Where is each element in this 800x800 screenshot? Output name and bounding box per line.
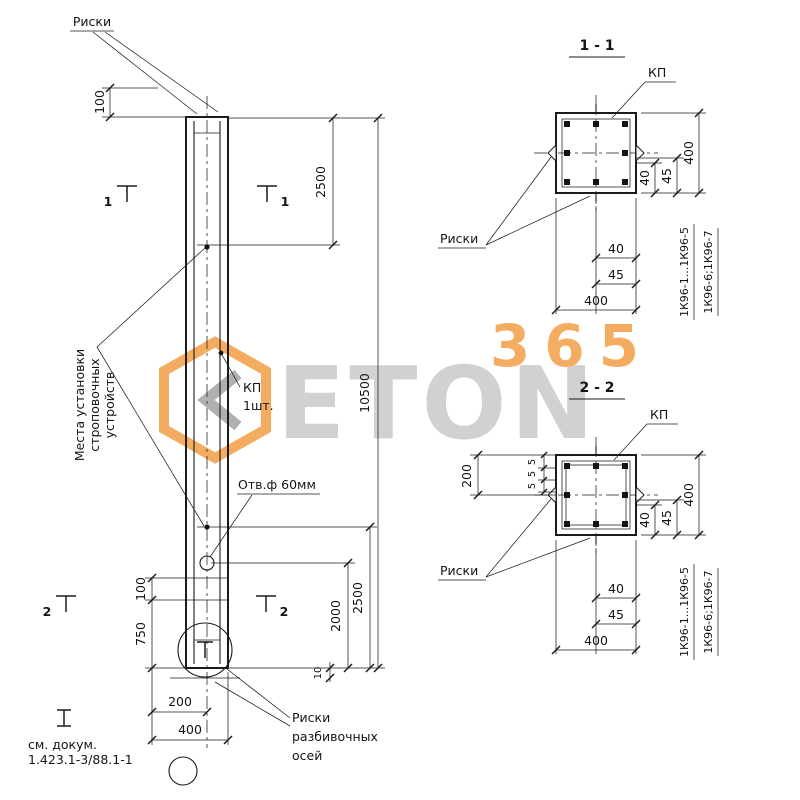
section2-marks-line2: 1К96-6;1К96-7 (702, 570, 715, 653)
kp-note: КП 1шт. (218, 350, 274, 413)
section2-dim-45-right: 45 (659, 510, 674, 526)
section1-dim-45-right: 45 (659, 168, 674, 184)
dim-bottom-2000-label: 2000 (328, 600, 343, 632)
section2-dim-400-right: 400 (681, 483, 696, 507)
section1-riski-label: Риски (440, 231, 478, 246)
section2-rebar-dots (564, 463, 628, 527)
dim-width-200-label: 200 (168, 694, 192, 709)
section2-kp-label: КП (650, 407, 668, 422)
kp-label: КП (243, 380, 261, 395)
hole-note: Отв.ф 60мм (209, 477, 320, 558)
section2-dim-45-bottom: 45 (608, 607, 624, 622)
section1-dim-40-bottom: 40 (608, 241, 624, 256)
column-elevation: Риски 100 2500 10500 1 1 (28, 14, 385, 786)
section1-marks-line1: 1К96-1...1К96-5 (678, 227, 691, 317)
section2-dim-5-1: 5 (527, 459, 538, 465)
section1-marks-line2: 1К96-6;1К96-7 (702, 230, 715, 313)
section1-kp-label: КП (648, 65, 666, 80)
section2-dim-400-bottom: 400 (584, 633, 608, 648)
watermark-brand-text: ETON (277, 345, 598, 462)
dim-bottom-10-label: 10 (313, 667, 324, 680)
hole-label: Отв.ф 60мм (238, 477, 316, 492)
section-1-1: 1 - 1 КП Риски (438, 38, 719, 320)
dim-bottom-100-label: 100 (133, 577, 148, 601)
section-2-number: 2 (43, 604, 52, 619)
axes-note-line1: Риски (292, 710, 330, 725)
section-1-number-right: 1 (281, 194, 290, 209)
section-1-number: 1 (104, 194, 113, 209)
doc-note-line2: 1.423.1-3/88.1-1 (28, 752, 133, 767)
lifting-note-line2: строповочных (87, 358, 102, 451)
watermark-chevron-icon (197, 369, 242, 431)
doc-reference-note: см. докум. 1.423.1-3/88.1-1 (28, 709, 133, 767)
watermark-hexagon-icon (159, 336, 271, 464)
kp-qty-label: 1шт. (243, 398, 274, 413)
section-2-cut-mark: 2 2 (43, 595, 289, 619)
section2-marks-line1: 1К96-1...1К96-5 (678, 567, 691, 657)
axes-note-line2: разбивочных (292, 729, 378, 744)
lifting-note-line3: устройств (102, 372, 117, 439)
dim-top-100-label: 100 (92, 90, 107, 114)
section2-dim-5-2: 5 (527, 471, 538, 477)
base-detail-circle (177, 622, 233, 678)
dim-width-400-label: 400 (178, 722, 202, 737)
column-outline (185, 116, 229, 669)
lifting-points-note: Места установки строповочных устройств (72, 244, 210, 530)
section2-dim-200-label: 200 (459, 464, 474, 488)
axes-note-line3: осей (292, 748, 322, 763)
doc-note-line1: см. докум. (28, 737, 97, 752)
watermark: ETON 365 (159, 312, 653, 464)
dim-bottom-750-label: 750 (133, 622, 148, 646)
section-2-number-right: 2 (280, 604, 289, 619)
section1-title: 1 - 1 (579, 38, 614, 54)
section2-dim-40-right: 40 (637, 512, 652, 528)
section-1-cut-mark: 1 1 (104, 185, 290, 209)
section1-dim-400-right: 400 (681, 141, 696, 165)
section1-rebar-dots (564, 121, 628, 185)
section1-dim-40-right: 40 (637, 170, 652, 186)
section1-dim-45-bottom: 45 (608, 267, 624, 282)
section2-riski-label: Риски (440, 563, 478, 578)
axis-bubble (168, 756, 198, 786)
section2-title: 2 - 2 (579, 380, 614, 396)
dim-bottom-2500-label: 2500 (350, 582, 365, 614)
section2-dim-5-3: 5 (527, 483, 538, 489)
watermark-number-text: 365 (490, 312, 653, 380)
dim-total-height-label: 10500 (357, 373, 372, 413)
section2-dim-40-bottom: 40 (608, 581, 624, 596)
section1-dim-400-bottom: 400 (584, 293, 608, 308)
dim-top-2500-label: 2500 (313, 166, 328, 198)
hole-circle (199, 555, 215, 571)
riski-top-label: Риски (73, 14, 111, 29)
axes-note: Риски разбивочных осей (214, 668, 378, 763)
section-2-2: 2 - 2 200 5 5 (438, 380, 719, 660)
lifting-note-line1: Места установки (72, 349, 87, 461)
